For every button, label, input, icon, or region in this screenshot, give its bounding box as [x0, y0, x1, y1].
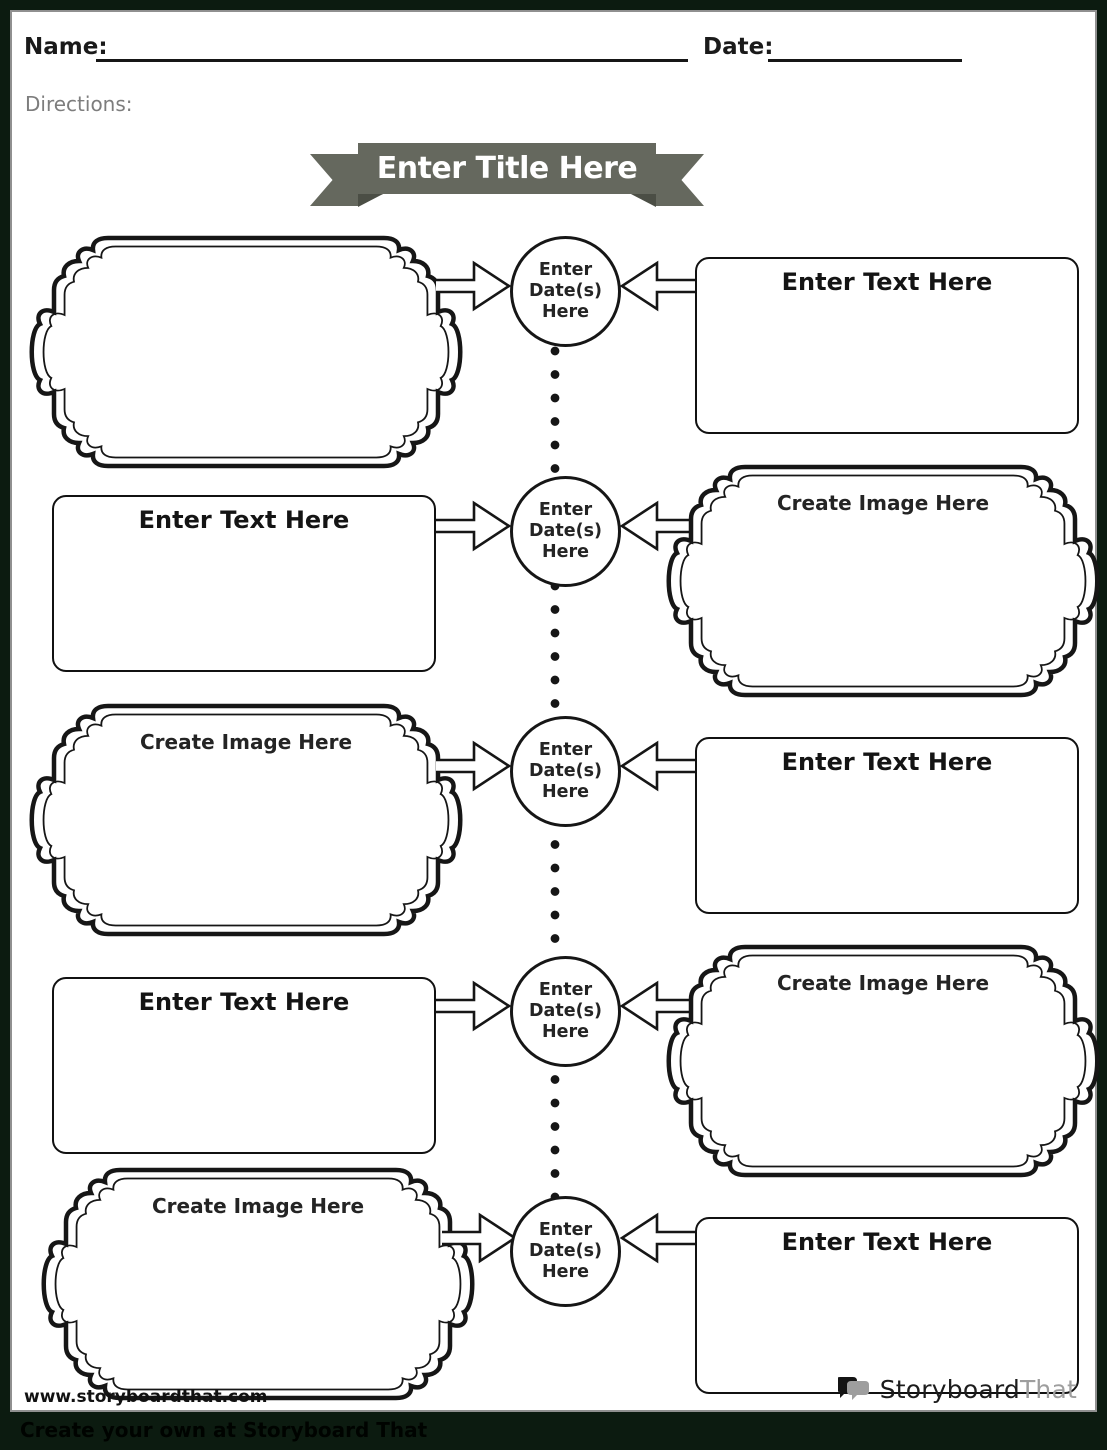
arrow-right-icon: [436, 261, 511, 311]
image-frame-label: Create Image Here: [776, 491, 990, 515]
image-frame[interactable]: Create Image Here: [665, 461, 1101, 701]
date-circle[interactable]: Enter Date(s) Here: [510, 956, 621, 1067]
name-blank-line: [96, 59, 688, 62]
date-circle[interactable]: Enter Date(s) Here: [510, 1196, 621, 1307]
image-frame-label: Create Image Here: [776, 971, 990, 995]
page-title: Enter Title Here: [376, 151, 638, 186]
image-frame[interactable]: [28, 232, 464, 472]
text-box[interactable]: Enter Text Here: [695, 737, 1079, 914]
date-label: Date:: [703, 34, 774, 60]
image-frame-label: Create Image Here: [139, 730, 353, 754]
date-circle-label: Enter Date(s) Here: [529, 740, 602, 802]
image-frame[interactable]: Create Image Here: [665, 941, 1101, 1181]
date-circle-label: Enter Date(s) Here: [529, 260, 602, 322]
image-frame[interactable]: Create Image Here: [28, 700, 464, 940]
image-frame-label: Create Image Here: [151, 1194, 365, 1218]
banner-ribbon-tail-right: [655, 154, 704, 206]
speech-bubbles-icon: [837, 1377, 869, 1400]
arrow-right-icon: [436, 741, 511, 791]
arrow-right-icon: [442, 1213, 517, 1263]
text-box-label: Enter Text Here: [781, 748, 993, 776]
date-circle-label: Enter Date(s) Here: [529, 1220, 602, 1282]
text-box-label: Enter Text Here: [138, 506, 350, 534]
ornate-frame-icon: [28, 232, 464, 472]
text-box[interactable]: Enter Text Here: [52, 495, 436, 672]
site-url: www.storyboardthat.com: [24, 1387, 268, 1407]
directions-label: Directions:: [25, 92, 133, 116]
text-box-label: Enter Text Here: [138, 988, 350, 1016]
banner-ribbon-fold-left: [358, 193, 385, 207]
title-banner[interactable]: Enter Title Here: [358, 143, 656, 194]
arrow-right-icon: [436, 501, 511, 551]
text-box[interactable]: Enter Text Here: [695, 1217, 1079, 1394]
arrow-left-icon: [620, 741, 695, 791]
image-frame[interactable]: Create Image Here: [40, 1164, 476, 1404]
date-circle[interactable]: Enter Date(s) Here: [510, 716, 621, 827]
storyboardthat-logo: StoryboardThat: [837, 1374, 1077, 1404]
date-circle-label: Enter Date(s) Here: [529, 980, 602, 1042]
arrow-left-icon: [620, 261, 695, 311]
arrow-left-icon: [620, 1213, 695, 1263]
date-circle[interactable]: Enter Date(s) Here: [510, 476, 621, 587]
banner-ribbon-fold-right: [629, 193, 656, 207]
footer-promo-text: Create your own at Storyboard That: [20, 1418, 428, 1442]
worksheet-page: Name: Date: Directions: Enter Title Here…: [10, 10, 1097, 1412]
logo-text: StoryboardThat: [879, 1374, 1077, 1404]
name-label: Name:: [24, 34, 108, 60]
date-circle[interactable]: Enter Date(s) Here: [510, 236, 621, 347]
text-box-label: Enter Text Here: [781, 1228, 993, 1256]
text-box[interactable]: Enter Text Here: [695, 257, 1079, 434]
date-blank-line: [768, 59, 962, 62]
text-box[interactable]: Enter Text Here: [52, 977, 436, 1154]
date-circle-label: Enter Date(s) Here: [529, 500, 602, 562]
banner-ribbon-tail-left: [310, 154, 359, 206]
arrow-right-icon: [436, 981, 511, 1031]
text-box-label: Enter Text Here: [781, 268, 993, 296]
